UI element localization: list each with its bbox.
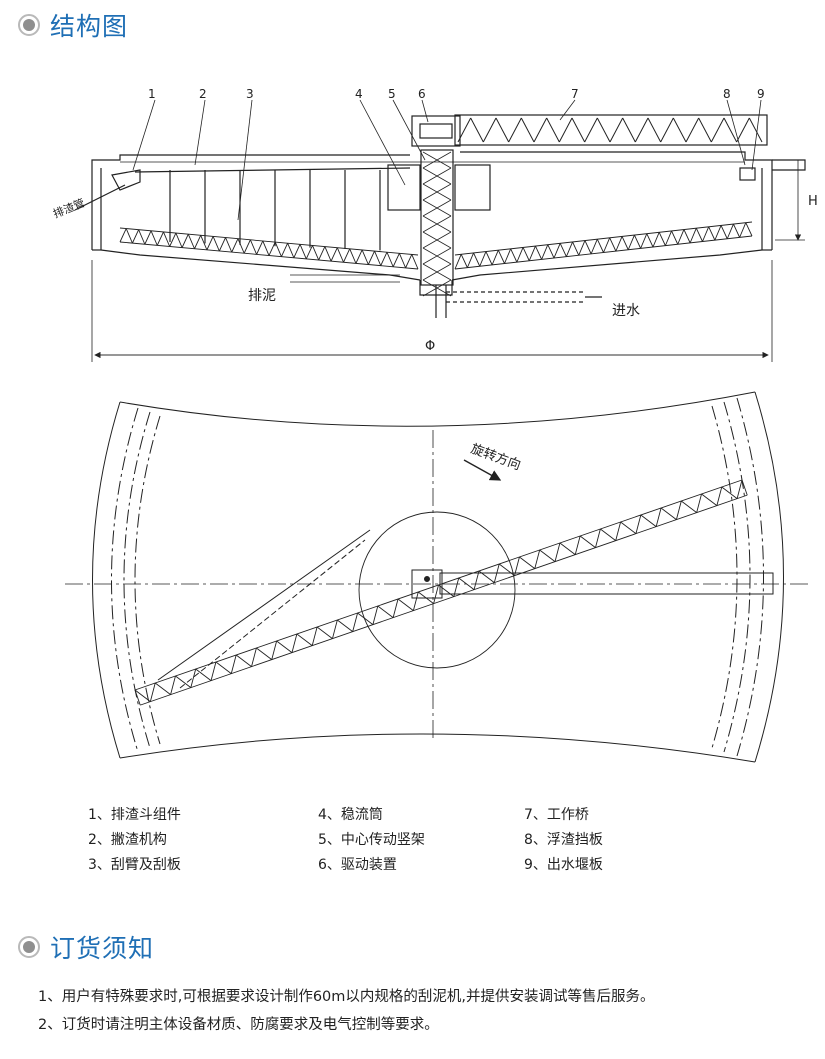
diameter-label: Φ xyxy=(425,339,435,354)
slag-pipe-label: 排渣管 xyxy=(51,195,87,220)
height-label: H xyxy=(808,194,818,209)
inlet-label: 进水 xyxy=(612,303,640,319)
legend-item: 1、排渣斗组件 xyxy=(88,807,181,823)
label-4: 4 xyxy=(355,87,363,101)
sludge-label: 排泥 xyxy=(248,288,276,304)
legend-item: 2、撇渣机构 xyxy=(88,832,167,848)
section-header-order: 订货须知 xyxy=(18,930,154,964)
section-title: 结构图 xyxy=(50,12,129,41)
order-note-2: 2、订货时请注明主体设备材质、防腐要求及电气控制等要求。 xyxy=(38,1017,439,1033)
section-title: 订货须知 xyxy=(50,934,155,963)
rotation-label: 旋转方向 xyxy=(469,441,523,474)
legend-item: 7、工作桥 xyxy=(524,807,589,823)
legend-item: 6、驱动装置 xyxy=(318,857,397,873)
label-2: 2 xyxy=(199,87,207,101)
legend-item: 3、刮臂及刮板 xyxy=(88,857,181,873)
label-1: 1 xyxy=(148,87,156,101)
side-view-labels: 1 2 3 4 5 6 7 8 9 排渣管 排泥 进水 H Φ xyxy=(51,87,818,354)
label-8: 8 xyxy=(723,87,731,101)
label-3: 3 xyxy=(246,87,254,101)
legend-item: 9、出水堰板 xyxy=(524,857,603,873)
legend-item: 4、稳流筒 xyxy=(318,807,383,823)
label-5: 5 xyxy=(388,87,396,101)
bullet-icon xyxy=(18,14,40,36)
section-header-structure: 结构图 xyxy=(18,8,128,42)
label-7: 7 xyxy=(571,87,579,101)
legend-item: 5、中心传动竖架 xyxy=(318,832,425,848)
legend-item: 8、浮渣挡板 xyxy=(524,832,603,848)
label-9: 9 xyxy=(757,87,765,101)
bullet-icon xyxy=(18,936,40,958)
structure-diagram: 1 2 3 4 5 6 7 8 9 排渣管 排泥 进水 H Φ xyxy=(51,87,818,763)
label-6: 6 xyxy=(418,87,426,101)
side-view-drawing xyxy=(74,99,806,362)
plan-view-drawing xyxy=(65,391,812,763)
order-note-1: 1、用户有特殊要求时,可根据要求设计制作60m以内规格的刮泥机,并提供安装调试等… xyxy=(38,989,655,1005)
